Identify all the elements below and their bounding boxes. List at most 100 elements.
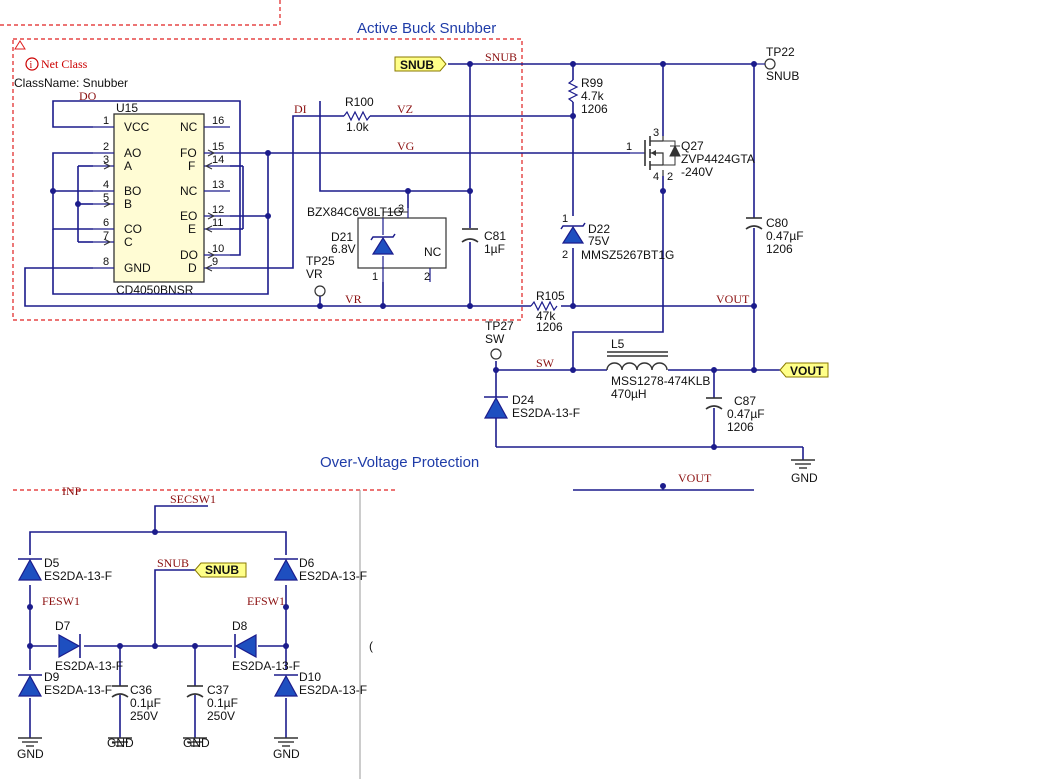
svg-text:C80: C80 — [766, 216, 788, 230]
net-inp: INP — [62, 484, 82, 498]
mosfet-q27: 1 3 4 2 Q27 ZVP4424GTA -240V — [626, 127, 755, 183]
pin-num-14: 14 — [212, 154, 224, 166]
pin-name-f: F — [188, 159, 195, 173]
pin-arrows — [103, 149, 216, 272]
pin-name-e: E — [188, 222, 196, 236]
pin-name-ao: AO — [124, 146, 141, 160]
svg-text:ES2DA-13-F: ES2DA-13-F — [512, 406, 580, 420]
port-snub-ovp[interactable]: SNUB — [194, 562, 247, 578]
testpoint-tp25: TP25 VR — [306, 254, 335, 297]
pin-name-nc13: NC — [180, 184, 198, 198]
svg-text:ZVP4424GTA: ZVP4424GTA — [681, 152, 755, 166]
svg-text:i: i — [30, 60, 33, 71]
pin-num-12: 12 — [212, 204, 224, 216]
svg-text:C87: C87 — [734, 394, 756, 408]
svg-text:TP25: TP25 — [306, 254, 335, 268]
net-sw: SW — [536, 356, 555, 370]
testpoint-tp22: TP22 SNUB — [754, 45, 799, 83]
zener-d21: NC 3 1 2 BZX84C6V8LT1G D21 6.8V — [307, 203, 447, 283]
net-class-marker: i Net Class ClassName: Snubber — [14, 40, 128, 90]
capacitor-c80: C80 0.47µF 1206 — [745, 216, 804, 256]
net-fesw1: FESW1 — [42, 594, 80, 608]
ic-ref: U15 — [116, 101, 138, 115]
net-vz: VZ — [397, 102, 413, 116]
pin-num-11: 11 — [212, 217, 223, 229]
pin-name-do: DO — [180, 248, 198, 262]
pin-num-9: 9 — [212, 256, 218, 268]
svg-text:D5: D5 — [44, 556, 60, 570]
svg-text:D9: D9 — [44, 670, 60, 684]
junctions-ovp — [27, 529, 289, 649]
class-name-label: ClassName: Snubber — [14, 76, 128, 90]
pin-name-c: C — [124, 235, 133, 249]
snubber-title: Active Buck Snubber — [357, 20, 496, 37]
svg-text:2: 2 — [424, 271, 430, 283]
svg-text:D10: D10 — [299, 670, 321, 684]
right-mark: ( — [369, 639, 373, 653]
pin-name-fo: FO — [180, 146, 197, 160]
net-vr: VR — [345, 292, 362, 306]
port-vout-label: VOUT — [790, 364, 824, 378]
ovp-title: Over-Voltage Protection — [320, 454, 479, 471]
svg-text:ES2DA-13-F: ES2DA-13-F — [55, 659, 123, 673]
svg-text:D22: D22 — [588, 222, 610, 236]
svg-text:47k: 47k — [536, 309, 556, 323]
svg-text:0.1µF: 0.1µF — [130, 696, 161, 710]
pin-num-13: 13 — [212, 179, 224, 191]
svg-text:MSS1278-474KLB: MSS1278-474KLB — [611, 374, 710, 388]
svg-text:SW: SW — [485, 332, 505, 346]
pin-num-10: 10 — [212, 243, 224, 255]
diode-d24: D24 ES2DA-13-F — [483, 393, 580, 420]
svg-text:GND: GND — [791, 471, 818, 485]
net-efsw1: EFSW1 — [247, 594, 285, 608]
pin-name-bo: BO — [124, 184, 141, 198]
port-vout[interactable]: VOUT — [779, 362, 829, 378]
net-class-label: Net Class — [41, 57, 88, 71]
pin-num-2: 2 — [103, 141, 109, 153]
svg-text:4.7k: 4.7k — [581, 89, 605, 103]
junctions-upper — [50, 61, 757, 489]
net-snub2: SNUB — [157, 556, 189, 570]
svg-text:Q27: Q27 — [681, 139, 704, 153]
diode-d8: D8 ES2DA-13-F — [232, 619, 300, 673]
net-vg: VG — [397, 139, 415, 153]
svg-text:GND: GND — [17, 747, 44, 761]
net-snub: SNUB — [485, 50, 517, 64]
svg-text:R99: R99 — [581, 76, 603, 90]
svg-text:MMSZ5267BT1G: MMSZ5267BT1G — [581, 248, 674, 262]
svg-text:GND: GND — [107, 736, 134, 750]
resistor-r100: R100 1.0k — [343, 95, 374, 134]
pin-num-3: 3 — [103, 154, 109, 166]
info-icon — [25, 57, 39, 71]
svg-text:1206: 1206 — [727, 420, 754, 434]
svg-text:2: 2 — [667, 171, 673, 183]
svg-text:1µF: 1µF — [484, 242, 505, 256]
pin-num-8: 8 — [103, 256, 109, 268]
diode-d7: D7 ES2DA-13-F — [55, 619, 123, 673]
pin-name-co: CO — [124, 222, 142, 236]
svg-text:GND: GND — [273, 747, 300, 761]
pin-name-eo: EO — [180, 209, 197, 223]
svg-text:GND: GND — [183, 736, 210, 750]
pin-num-15: 15 — [212, 141, 224, 153]
ic-part: CD4050BNSR — [116, 283, 194, 297]
net-vout: VOUT — [716, 292, 750, 306]
svg-text:1: 1 — [372, 271, 378, 283]
svg-text:3: 3 — [398, 203, 404, 215]
svg-text:3: 3 — [653, 127, 659, 139]
svg-text:-240V: -240V — [681, 165, 713, 179]
svg-text:TP27: TP27 — [485, 319, 514, 333]
svg-text:D8: D8 — [232, 619, 248, 633]
svg-text:1: 1 — [562, 213, 568, 225]
port-snub[interactable]: SNUB — [394, 56, 447, 72]
port-snub-ovp-label: SNUB — [205, 563, 239, 577]
pin-num-5: 5 — [103, 192, 109, 204]
svg-text:C37: C37 — [207, 683, 229, 697]
svg-text:1.0k: 1.0k — [346, 120, 370, 134]
svg-text:1206: 1206 — [536, 320, 563, 334]
port-snub-label: SNUB — [400, 58, 434, 72]
ic-u15: U15 CD4050BNSR 1 2 3 4 5 6 7 8 VCC AO A … — [93, 101, 230, 297]
svg-text:2: 2 — [562, 249, 568, 261]
svg-text:0.1µF: 0.1µF — [207, 696, 238, 710]
